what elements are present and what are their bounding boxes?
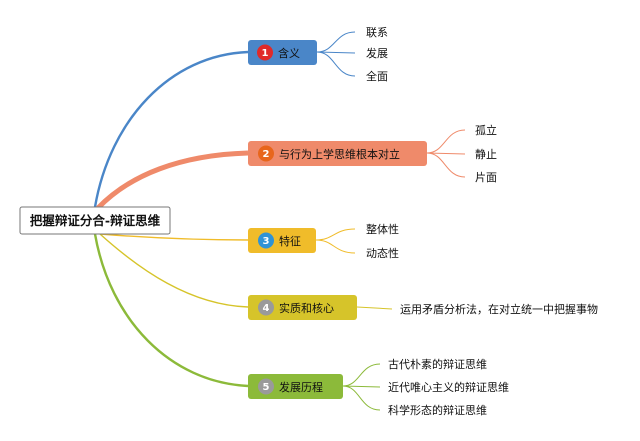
branch-2-label: 与行为上学思维根本对立 bbox=[279, 147, 400, 161]
badge-3-icon bbox=[258, 232, 274, 249]
connectors-branch-1-children bbox=[316, 31, 356, 77]
branch-node-1[interactable]: 1 含义 bbox=[248, 40, 317, 65]
branch-5-child-3: 科学形态的辩证思维 bbox=[388, 403, 487, 417]
branch-1-child-1: 联系 bbox=[366, 26, 388, 39]
connector-branch-2 bbox=[96, 150, 249, 210]
branch-1-child-3: 全面 bbox=[366, 69, 388, 83]
badge-1-icon bbox=[257, 44, 273, 61]
connectors-branch-3-children bbox=[315, 228, 356, 254]
svg-text:2: 2 bbox=[263, 149, 270, 160]
connectors-branch-4-children bbox=[356, 306, 393, 310]
root-node[interactable]: 把握辩证分合-辩证思维 bbox=[19, 206, 171, 235]
branch-4-child-1: 运用矛盾分析法，在对立统一中把握事物 bbox=[400, 302, 598, 316]
svg-text:3: 3 bbox=[263, 236, 270, 247]
svg-text:1: 1 bbox=[262, 48, 269, 59]
root-label: 把握辩证分合-辩证思维 bbox=[30, 213, 161, 228]
svg-text:4: 4 bbox=[263, 303, 270, 314]
branch-5-label: 发展历程 bbox=[279, 380, 323, 394]
branch-3-child-1: 整体性 bbox=[366, 222, 399, 236]
branch-node-3[interactable]: 3 特征 bbox=[248, 228, 316, 253]
branch-2-child-1: 孤立 bbox=[475, 123, 497, 137]
branch-1-label: 含义 bbox=[278, 46, 300, 60]
branch-1-child-2: 发展 bbox=[366, 46, 388, 60]
connector-branch-5 bbox=[93, 233, 249, 388]
connector-branch-4 bbox=[99, 233, 249, 308]
connectors-branch-5-children bbox=[342, 363, 381, 411]
badge-5-icon bbox=[258, 378, 274, 395]
connector-branch-3 bbox=[99, 233, 249, 241]
badge-4-icon bbox=[258, 299, 274, 316]
svg-text:5: 5 bbox=[263, 382, 270, 393]
branch-2-child-2: 静止 bbox=[475, 147, 497, 161]
badge-2-icon bbox=[258, 145, 274, 162]
branch-3-child-2: 动态性 bbox=[366, 246, 399, 260]
branch-node-4[interactable]: 4 实质和核心 bbox=[248, 295, 357, 320]
branch-node-2[interactable]: 2 与行为上学思维根本对立 bbox=[248, 141, 427, 166]
connectors-branch-2-children bbox=[426, 129, 466, 178]
branch-5-child-2: 近代唯心主义的辩证思维 bbox=[388, 380, 509, 394]
connector-branch-1 bbox=[93, 50, 249, 208]
branch-2-child-3: 片面 bbox=[475, 171, 497, 184]
branch-node-5[interactable]: 5 发展历程 bbox=[248, 374, 343, 399]
branch-3-label: 特征 bbox=[279, 234, 301, 248]
branch-5-child-1: 古代朴素的辩证思维 bbox=[388, 357, 487, 371]
branch-4-label: 实质和核心 bbox=[279, 301, 334, 315]
